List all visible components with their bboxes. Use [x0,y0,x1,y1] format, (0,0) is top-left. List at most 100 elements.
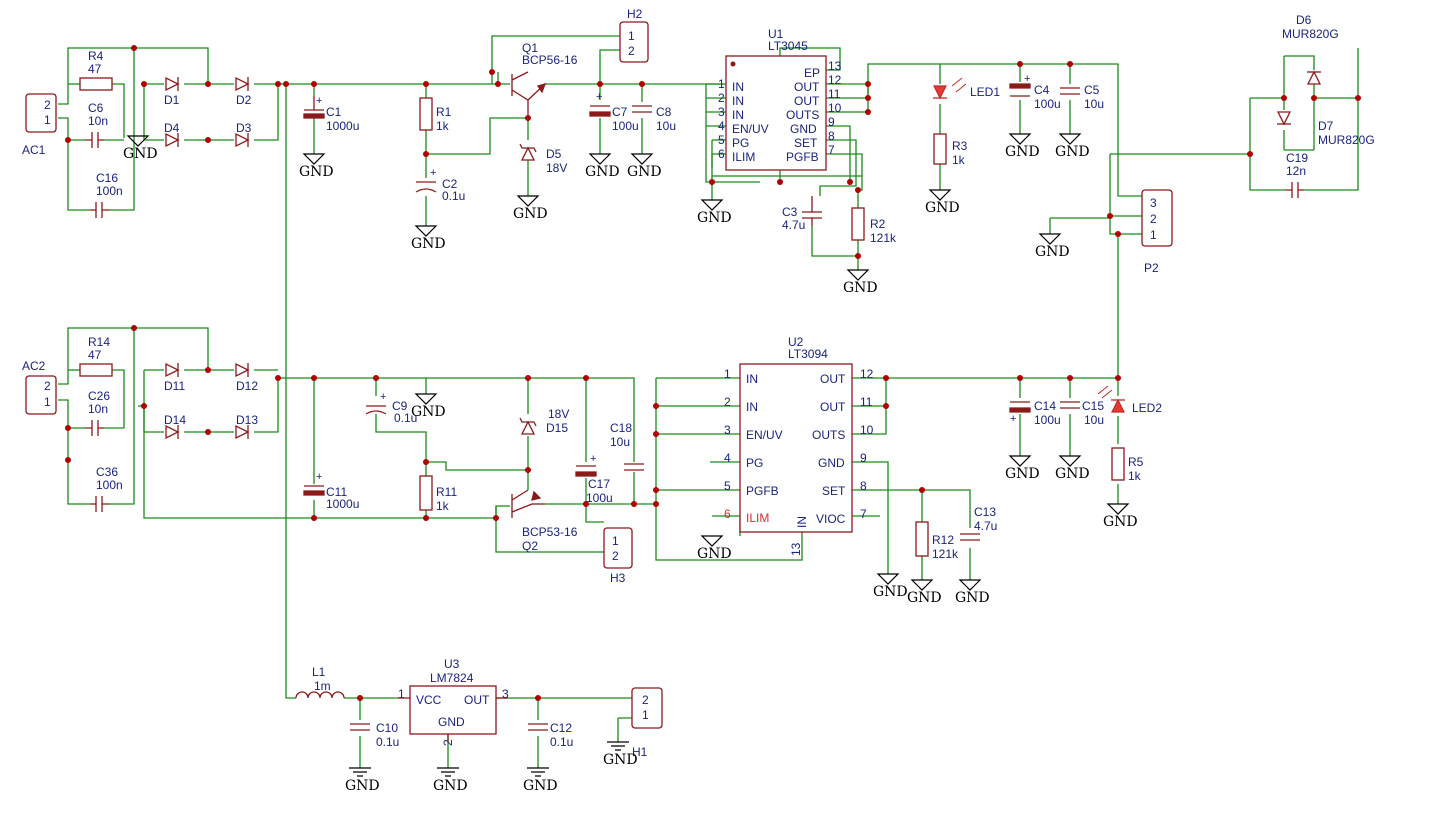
capacitor-c2: + C2 0.1u [415,167,465,203]
gnd-label: GND [1035,244,1070,260]
r2-value: 121k [870,231,897,245]
u1-pin-name: OUT [794,94,820,108]
gnd-label: GND [627,164,662,180]
capacitor-c10: C10 0.1u [350,721,399,749]
c11-ref: C11 [326,485,347,499]
d6-ref: D6 [1296,13,1312,27]
c1-value: 1000u [326,119,359,133]
h2-pin-1: 1 [628,29,635,43]
u2-pin-num: 1 [724,367,731,381]
u1-pin-num: 12 [828,73,842,87]
u1-pin-name: OUTS [786,108,819,122]
diode-d6: D6 MUR820G [1282,13,1339,85]
gnd-symbol: GND [697,199,732,226]
h2-pin-2: 2 [628,44,635,58]
d4-ref: D4 [164,121,180,135]
c17-plus: + [590,453,596,465]
h1-ref: H1 [632,745,648,759]
u2-pin-name: GND [818,456,845,470]
zener-d5: D5 18V [519,143,567,175]
u2-pin-num: 11 [860,395,873,409]
d1-ref: D1 [164,93,180,107]
c15-value: 10u [1084,413,1104,427]
u1-value: LT3045 [768,39,808,53]
l1-ref: L1 [312,665,326,679]
c7-ref: C7 [612,105,628,119]
gnd-label: GND [697,210,732,226]
gnd-symbol: GND [907,579,942,606]
u2-pin-num: 7 [860,507,867,521]
u3-ref: U3 [444,657,460,671]
c2-value: 0.1u [442,189,465,203]
gnd-label: GND [1055,466,1090,482]
gnd-symbol: GND [585,153,620,180]
c12-value: 0.1u [550,735,573,749]
c7-plus: + [596,91,602,103]
u3-pin-num: 2 [441,739,455,746]
gnd-label: GND [907,590,942,606]
u1-pin-name: EN/UV [732,122,769,136]
u2-pin-num: 8 [860,479,867,493]
u1-pin-num: 7 [828,143,835,157]
capacitor-c1: + C1 1000u [303,95,359,133]
q2-ref: Q2 [522,539,538,553]
h2-ref: H2 [627,7,643,21]
u1-pin-num: 6 [718,147,725,161]
gnd-symbol: GND [925,189,960,216]
c12-ref: C12 [550,721,572,735]
c9-value: 0.1u [394,411,417,425]
diode-d14: D14 [164,413,186,440]
p2-pin-2: 2 [1150,212,1157,226]
ac2-pin-2: 2 [44,379,51,393]
u2-pin-name: OUTS [812,428,845,442]
p2-pin-1: 1 [1150,228,1157,242]
diode-d4: D4 [164,121,180,148]
h3-pin-1: 1 [612,534,619,548]
r12-value: 121k [932,547,959,561]
c8-ref: C8 [656,105,672,119]
c18-value: 10u [610,435,630,449]
transistor-q1: Q1 BCP56-16 [511,41,578,118]
d12-ref: D12 [236,379,258,393]
gnd-label: GND [1005,144,1040,160]
capacitor-c6: C6 10n [86,101,108,148]
u1-pin-num: 11 [828,87,841,101]
c10-value: 0.1u [376,735,399,749]
u1-pin-num: 2 [718,91,725,105]
r14-value: 47 [88,348,102,362]
resistor-r1: R1 1k [419,97,452,133]
c16-ref: C16 [96,171,118,185]
c17-value: 100u [586,491,613,505]
c6-ref: C6 [88,101,104,115]
gnd-label: GND [411,404,446,420]
u2-pin-num: 12 [860,367,874,381]
capacitor-c14: + C14 100u [1009,399,1061,427]
gnd-symbol: GND [1005,133,1040,160]
gnd-label: GND [411,236,446,252]
led2-ref: LED2 [1132,401,1162,415]
u2-pin-num: 9 [860,451,867,465]
u2-pin-name: EN/UV [746,428,783,442]
diode-d12: D12 [235,362,258,393]
ic-u2: U2 LT3094 1 IN 2 IN 3 EN/UV 4 PG 5 PGFB … [724,335,874,556]
r3-ref: R3 [952,139,968,153]
u2-pin-num: 3 [724,423,731,437]
gnd-symbol: GND [843,269,878,296]
c4-ref: C4 [1034,83,1050,97]
r4-value: 47 [88,62,102,76]
q1-ref: Q1 [522,41,538,55]
u3-pin-name: VCC [416,693,442,707]
gnd-label: GND [843,280,878,296]
gnd-symbol: GND [123,135,158,162]
u1-pin-num: 3 [718,105,725,119]
u2-pin-name: VIOC [816,512,846,526]
u1-pin-name: IN [732,94,744,108]
c13-ref: C13 [974,505,996,519]
ac1-pin-2: 2 [44,98,51,112]
gnd-label: GND [873,584,908,600]
c16-value: 100n [96,184,123,198]
u1-pin-name: GND [790,122,817,136]
c11-value: 1000u [326,497,359,511]
u1-pin-num: 1 [718,77,725,91]
u1-pin-name: ILIM [732,150,755,164]
